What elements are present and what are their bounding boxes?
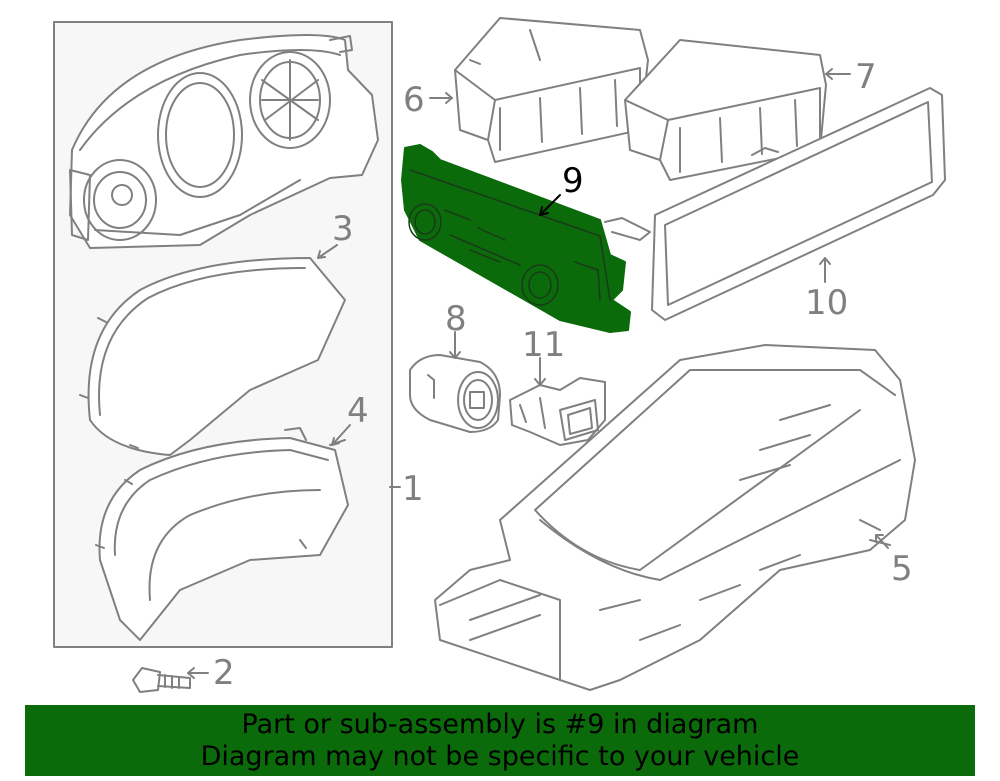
callout-4: 4 [347,391,369,431]
callout-3: 3 [332,209,354,249]
info-banner: Part or sub-assembly is #9 in diagram Di… [25,705,975,776]
cluster-lens [79,257,346,456]
screw [132,667,191,693]
banner-line-disclaimer: Diagram may not be specific to your vehi… [200,741,800,772]
callout-2: 2 [213,653,235,693]
display-screen [604,87,946,321]
callout-8: 8 [445,299,467,339]
callout-10: 10 [805,283,848,323]
callout-7: 7 [855,57,877,97]
callout-11: 11 [522,325,565,365]
callout-6: 6 [403,80,425,120]
climate-control-panel-highlighted [401,144,631,333]
banner-line-part: Part or sub-assembly is #9 in diagram [241,709,759,740]
connector [509,377,606,446]
cluster-bezel [95,427,349,641]
callout-1: 1 [402,469,424,509]
cluster-housing [69,34,379,249]
switch-panel-6 [454,17,649,163]
head-unit [434,344,916,691]
leader-lines [187,68,889,679]
callout-9: 9 [562,161,584,201]
start-button [409,354,501,433]
callout-5: 5 [891,549,913,589]
